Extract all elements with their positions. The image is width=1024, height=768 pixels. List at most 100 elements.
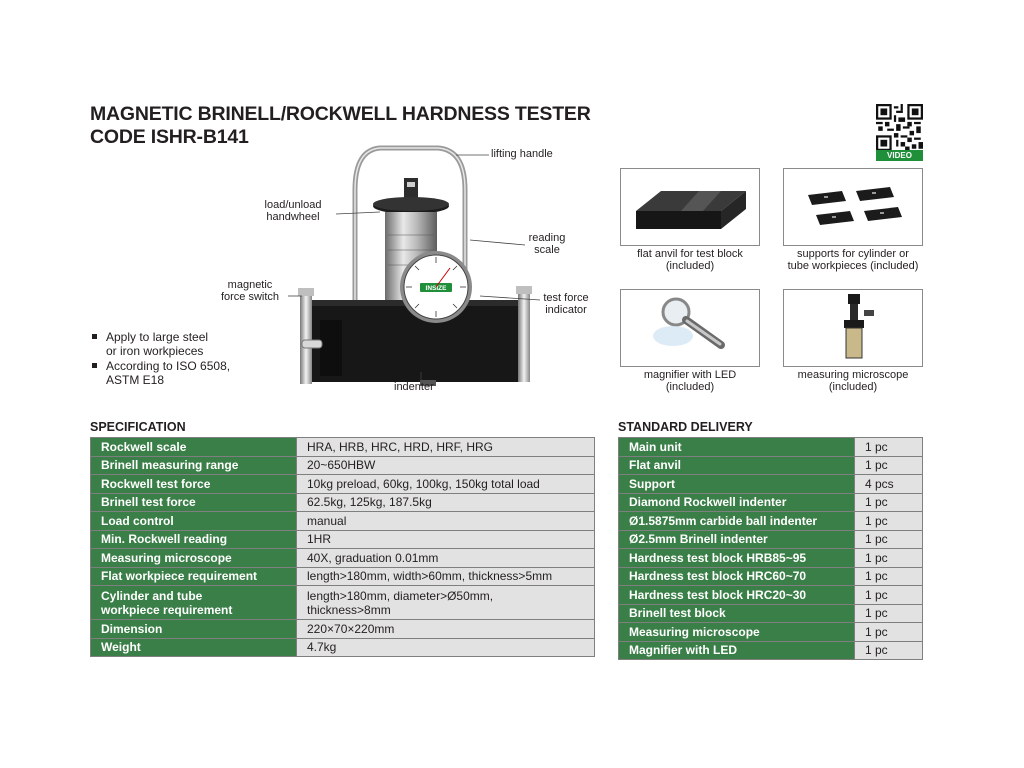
table-row-value-text: 1 pc: [865, 587, 888, 602]
callout-test-force-line-1: test force: [543, 292, 589, 304]
table-row-label: Ø2.5mm Brinell indenter: [618, 529, 855, 549]
table-row-value-text: 1 pc: [865, 439, 888, 454]
table-row-label-text: Hardness test block HRC60~70: [629, 569, 807, 584]
feature-item-line-1: According to ISO 6508,: [106, 359, 231, 373]
accessory-caption-line-2: (included): [665, 260, 715, 272]
table-row-value-text: 1 pc: [865, 643, 888, 658]
table-row-label: Weight: [90, 637, 297, 657]
table-row: Magnifier with LED 1 pc: [618, 640, 923, 660]
feature-item: According to ISO 6508, ASTM E18: [90, 359, 230, 387]
table-row-label: Hardness test block HRC20~30: [618, 585, 855, 605]
table-row-label-text: workpiece requirement: [101, 602, 233, 617]
table-row-value: 1 pc: [854, 455, 923, 475]
accessory-caption-line-2: (included): [828, 381, 878, 393]
table-row: Rockwell test force 10kg preload, 60kg, 1…: [90, 474, 595, 494]
table-row-value-text: 1 pc: [865, 550, 888, 565]
specification-heading: SPECIFICATION: [90, 420, 186, 434]
microscope-image: [783, 289, 923, 367]
callout-magnetic-line-2: force switch: [220, 291, 280, 303]
table-row-value-text: 1 pc: [865, 569, 888, 584]
table-row-value: 1 pc: [854, 566, 923, 586]
accessory-caption-line-2: (included): [665, 381, 715, 393]
table-row: Flat workpiece requirement length>180mm, …: [90, 566, 595, 586]
table-row-value-text: 1 pc: [865, 513, 888, 528]
page-title: MAGNETIC BRINELL/ROCKWELL HARDNESS TESTE…: [90, 103, 591, 149]
feature-item-line-2: or iron workpieces: [106, 344, 204, 358]
table-row: Support 4 pcs: [618, 474, 923, 494]
table-row-label-text: Hardness test block HRC20~30: [629, 587, 807, 602]
qr-code-icon[interactable]: [876, 104, 923, 151]
table-row-label-text: Rockwell scale: [101, 439, 187, 454]
table-row-value: length>180mm, width>60mm, thickness>5mm: [296, 566, 595, 586]
table-row: Brinell test block 1 pc: [618, 603, 923, 623]
table-row: Hardness test block HRC20~30 1 pc: [618, 585, 923, 605]
table-row-value: 1 pc: [854, 492, 923, 512]
table-row-label: Measuring microscope: [618, 622, 855, 642]
table-row-label: Dimension: [90, 619, 297, 639]
table-row-label-text: Support: [629, 476, 675, 491]
table-row-label-text: Ø1.5875mm carbide ball indenter: [629, 513, 818, 528]
table-row-value: length>180mm, diameter>Ø50mm,thickness>8…: [296, 585, 595, 620]
accessory-caption: magnifier with LED (included): [595, 369, 785, 393]
supports-image: [783, 168, 923, 246]
flat-anvil-image: [620, 168, 760, 246]
table-row: Main unit 1 pc: [618, 437, 923, 457]
table-row-value-text: 1 pc: [865, 532, 888, 547]
table-row-label: Flat workpiece requirement: [90, 566, 297, 586]
table-row-value: 10kg preload, 60kg, 100kg, 150kg total l…: [296, 474, 595, 494]
table-row: Measuring microscope 1 pc: [618, 622, 923, 642]
table-row-label-text: Hardness test block HRB85~95: [629, 550, 807, 565]
callout-reading-scale-line-1: reading: [528, 232, 566, 244]
table-row-value-text: 4 pcs: [865, 476, 894, 491]
hardness-tester-image: INSIZE: [298, 145, 532, 386]
video-badge[interactable]: VIDEO: [876, 150, 923, 161]
callout-lifting-handle: lifting handle: [491, 148, 553, 160]
table-row-label-text: Measuring microscope: [629, 624, 760, 639]
table-row-label-text: Flat anvil: [629, 458, 682, 473]
table-row: Flat anvil 1 pc: [618, 455, 923, 475]
callout-handwheel-line-2: handwheel: [266, 211, 320, 223]
table-row: Ø1.5875mm carbide ball indenter 1 pc: [618, 511, 923, 531]
table-row-label-text: Magnifier with LED: [629, 643, 737, 658]
table-row-label: Rockwell test force: [90, 474, 297, 494]
table-row: Hardness test block HRB85~95 1 pc: [618, 548, 923, 568]
table-row-value: 4.7kg: [296, 637, 595, 657]
table-row-label-text: Dimension: [101, 621, 163, 636]
table-row-value: 40X, graduation 0.01mm: [296, 548, 595, 568]
table-row-value: 1 pc: [854, 548, 923, 568]
table-row-label-text: Brinell test force: [101, 495, 196, 510]
table-row-label: Hardness test block HRC60~70: [618, 566, 855, 586]
table-row-value-text: thickness>8mm: [307, 602, 391, 617]
table-row-value-text: 40X, graduation 0.01mm: [307, 550, 439, 565]
table-row-value-text: 1 pc: [865, 606, 888, 621]
table-row-label: Brinell test block: [618, 603, 855, 623]
table-row-value-text: 1 pc: [865, 624, 888, 639]
accessory-caption-line-2: tube workpieces (included): [787, 260, 919, 272]
feature-item-line-1: Apply to large steel: [106, 330, 209, 344]
table-row-value-text: 220×70×220mm: [307, 621, 395, 636]
callout-test-force-line-2: indicator: [545, 304, 587, 316]
callout-magnetic-switch: magnetic force switch: [210, 279, 290, 303]
table-row-label-text: Flat workpiece requirement: [101, 569, 258, 584]
table-row-value-text: 1 pc: [865, 458, 888, 473]
accessory-caption-line-1: magnifier with LED: [643, 369, 737, 381]
table-row-value: 1HR: [296, 529, 595, 549]
table-row-label-text: Rockwell test force: [101, 476, 211, 491]
table-row-value-text: length>180mm, diameter>Ø50mm,: [307, 588, 494, 603]
dial-brand-text: INSIZE: [426, 285, 448, 292]
table-row-label-text: Main unit: [629, 439, 682, 454]
table-row-label: Min. Rockwell reading: [90, 529, 297, 549]
table-row-value-text: 20~650HBW: [307, 458, 376, 473]
callout-test-force-indicator: test force indicator: [533, 292, 599, 316]
table-row-label: Magnifier with LED: [618, 640, 855, 660]
table-row-value-text: length>180mm, width>60mm, thickness>5mm: [307, 569, 553, 584]
table-row-value-text: 4.7kg: [307, 640, 337, 655]
title-line-2: CODE ISHR-B141: [90, 126, 249, 148]
callout-reading-scale: reading scale: [515, 232, 579, 256]
table-row-value: 62.5kg, 125kg, 187.5kg: [296, 492, 595, 512]
table-row-label-text: Ø2.5mm Brinell indenter: [629, 532, 768, 547]
